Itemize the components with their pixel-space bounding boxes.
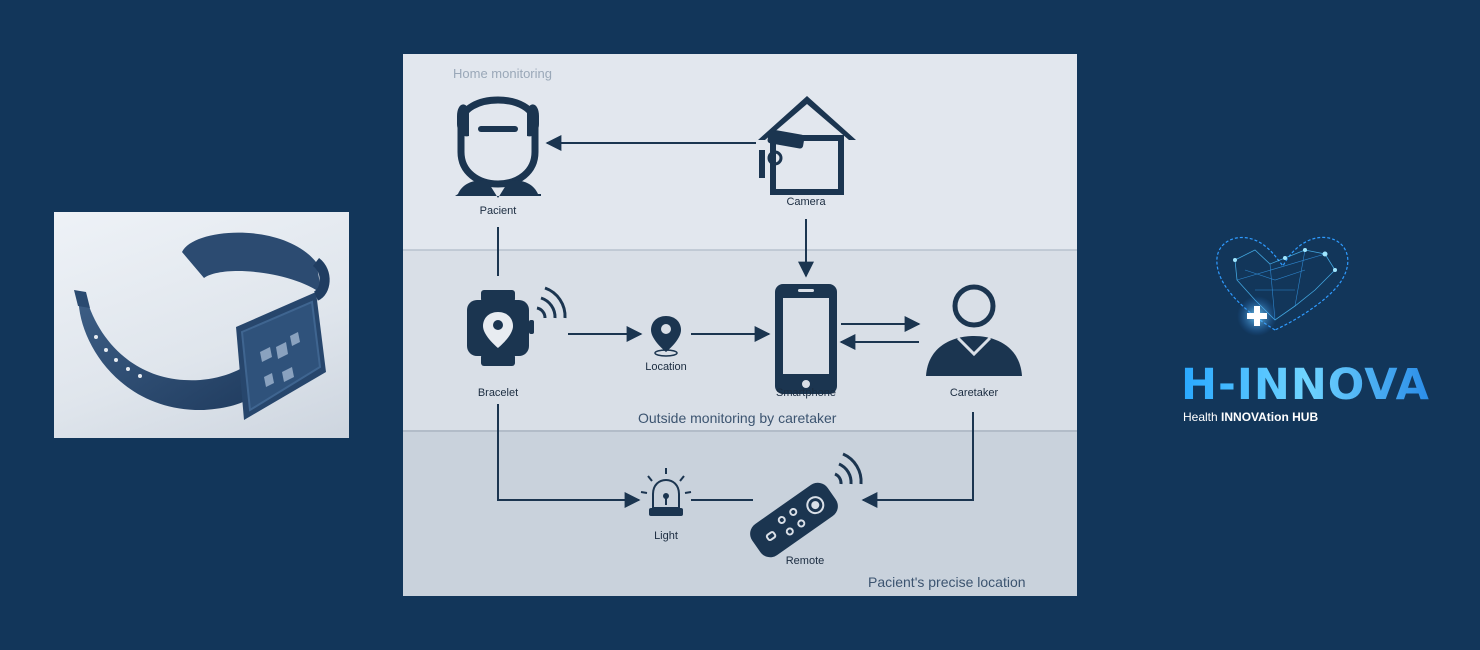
pacient-label: Pacient [480, 205, 517, 217]
zone-outside-label: Outside monitoring by caretaker [638, 410, 837, 426]
h-innova-logo: H-INNOVA Health INNOVAtion HUB [1175, 220, 1429, 430]
remote-label: Remote [786, 555, 825, 567]
pacient-icon [455, 96, 541, 198]
camera-label: Camera [786, 196, 826, 208]
zone-home-label: Home monitoring [453, 66, 552, 81]
logo-subtitle: Health INNOVAtion HUB [1183, 410, 1318, 424]
remote-icon [750, 452, 863, 558]
camera-icon [758, 96, 856, 195]
logo-subtitle-prefix: Health [1183, 410, 1218, 424]
smartphone-icon [775, 284, 837, 394]
light-label: Light [654, 530, 678, 542]
heart-network-icon [1216, 236, 1349, 336]
diagram-canvas: Home monitoring Outside monitoring by ca… [403, 54, 1077, 596]
bracelet-label: Bracelet [478, 387, 518, 399]
caretaker-icon [926, 284, 1022, 376]
zone-precise-label: Pacient's precise location [868, 574, 1026, 590]
zone-home [403, 54, 1077, 250]
bracelet-icon [467, 286, 567, 366]
bracelet-render-image [54, 212, 349, 438]
light-beacon-icon [640, 468, 692, 516]
logo-subtitle-bold: INNOVAtion HUB [1221, 410, 1319, 424]
logo-title: H-INNOVA [1181, 360, 1430, 410]
bracelet-render [74, 232, 330, 420]
location-pin-icon [651, 316, 681, 357]
zone-precise [403, 430, 1077, 596]
location-label: Location [645, 361, 687, 373]
monitoring-diagram: Home monitoring Outside monitoring by ca… [403, 54, 1077, 596]
caretaker-label: Caretaker [950, 387, 999, 399]
smartphone-label: Smartphone [776, 387, 836, 399]
